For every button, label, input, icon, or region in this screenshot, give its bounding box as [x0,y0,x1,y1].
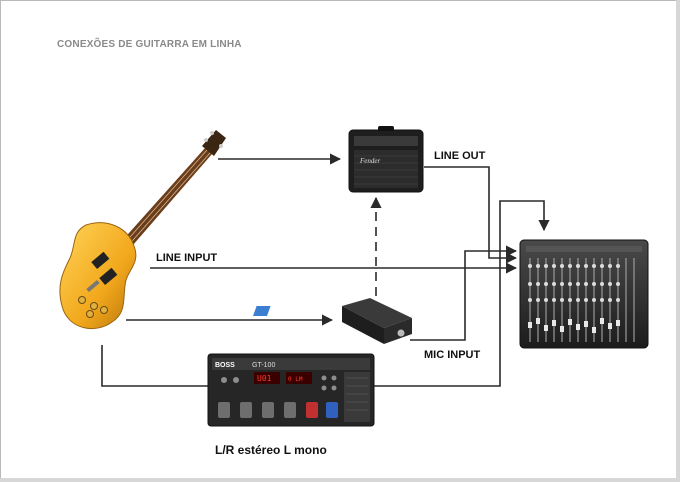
di-box-icon [252,298,412,344]
page-shadow-bottom [0,478,680,482]
pedal-brand: BOSS [215,362,235,369]
amp-brand: Fender [359,157,380,165]
pedal-caption: L/R estéreo L mono [215,443,327,457]
line-out-label: LINE OUT [434,150,486,162]
pedalboard-icon: BOSS GT-100 U01 0 LM [207,353,375,427]
pedal-model: GT-100 [252,362,275,369]
amplifier-icon: Fender [348,126,424,193]
line-out-line [424,166,518,264]
connection-lines [101,153,550,387]
pedal-chain-line [101,345,210,387]
mixer-icon [519,239,649,349]
guitar-icon [59,130,226,330]
pedal-to-mixer-line [372,200,550,387]
line-input-label: LINE INPUT [156,252,218,264]
mic-input-line [410,245,518,341]
diagram-title: CONEXÕES DE GUITARRA EM LINHA [57,39,242,50]
pedal-display-left: U01 [257,374,272,383]
page-shadow-right [676,0,680,482]
mic-input-label: MIC INPUT [424,349,481,361]
pedal-display-right: 0 LM [288,376,303,383]
